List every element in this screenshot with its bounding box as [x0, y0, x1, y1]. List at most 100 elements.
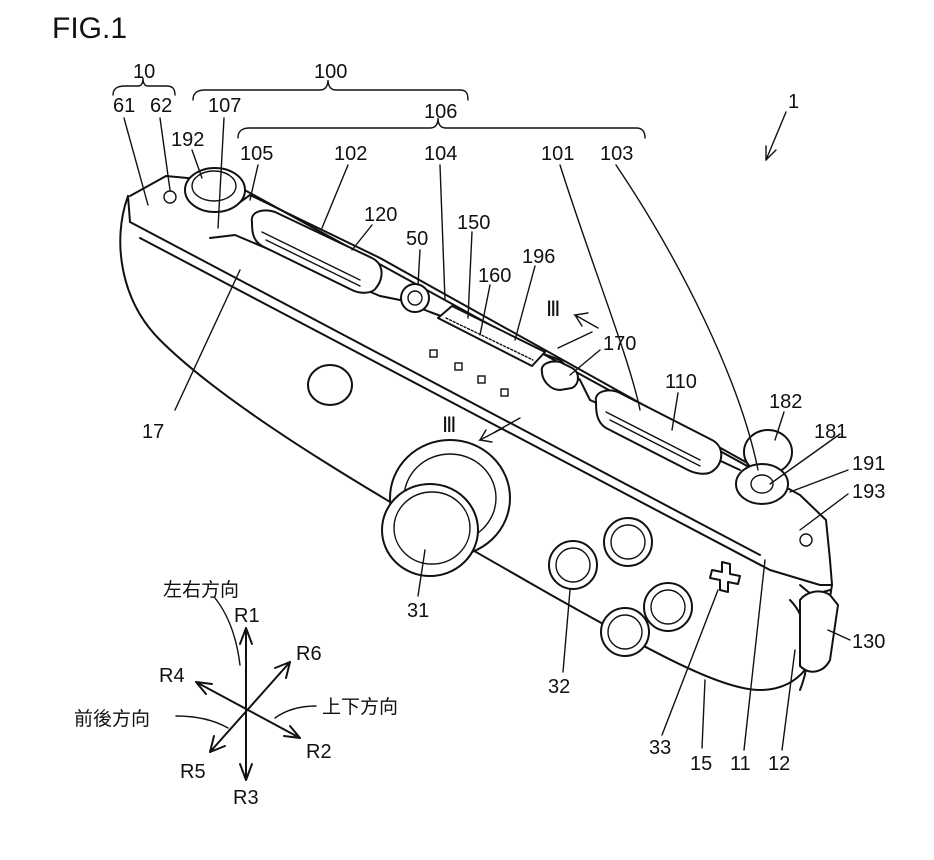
- leader-170: [569, 349, 601, 376]
- leader-12: [781, 649, 796, 751]
- leader-17: [174, 269, 241, 411]
- leader-102: [321, 164, 349, 229]
- leader-32: [562, 589, 571, 673]
- led-3: [477, 375, 486, 384]
- button-181: [735, 463, 789, 505]
- section-arrow-upper: [572, 312, 599, 329]
- rail-lower-edge: [139, 237, 771, 571]
- leader-15: [701, 679, 706, 749]
- label-150: 150: [457, 212, 490, 234]
- led-2: [454, 362, 463, 371]
- button-32-right-ring: [650, 589, 686, 625]
- label-ud-direction: 上下方向: [322, 696, 398, 718]
- label-106: 106: [424, 101, 457, 123]
- arrow-R2: [283, 725, 301, 739]
- section-arrow-lower: [477, 427, 504, 443]
- stick-cap-31: [381, 483, 479, 577]
- rail-buttons: [163, 167, 813, 547]
- button-32-bottom-ring: [607, 614, 643, 650]
- rail-inner-groove-2: [379, 295, 741, 471]
- button-120-line-2: [265, 239, 361, 287]
- label-130: 130: [852, 631, 885, 653]
- label-120: 120: [364, 204, 397, 226]
- leader-33: [661, 589, 719, 736]
- leader-fb: [175, 715, 229, 729]
- leader-ud: [274, 705, 317, 719]
- label-160: 160: [478, 265, 511, 287]
- arrow-R6: [274, 661, 291, 679]
- leader-104: [439, 164, 446, 301]
- label-31: 31: [407, 600, 429, 622]
- arrow-R1: [239, 627, 253, 645]
- leader-192: [191, 149, 203, 179]
- rail-right-end: [769, 559, 833, 586]
- leader-11: [743, 559, 766, 751]
- label-107: 107: [208, 95, 241, 117]
- label-100: 100: [314, 61, 347, 83]
- plus-button-33: [709, 561, 741, 593]
- label-15: 15: [690, 753, 712, 775]
- label-R6: R6: [296, 643, 322, 665]
- label-R5: R5: [180, 761, 206, 783]
- label-105: 105: [240, 143, 273, 165]
- leader-61: [123, 117, 149, 206]
- leader-lr: [214, 597, 241, 666]
- section-line-upper: [557, 331, 593, 349]
- button-120-line-1: [261, 231, 361, 281]
- leader-182: [774, 411, 785, 441]
- leader-31: [417, 549, 426, 597]
- leader-62: [159, 117, 171, 191]
- label-104: 104: [424, 143, 457, 165]
- arrow-R3: [239, 763, 253, 781]
- section-labels: Ⅲ Ⅲ: [442, 297, 560, 437]
- section-label-lower: Ⅲ: [442, 413, 456, 437]
- led-1: [429, 349, 438, 358]
- connector-150: [437, 305, 546, 367]
- label-33: 33: [649, 737, 671, 759]
- left-trigger-inner: [191, 170, 237, 202]
- button-120: [250, 209, 383, 294]
- rail-left-end: [127, 195, 131, 223]
- label-61: 61: [113, 95, 135, 117]
- arrow-R5: [209, 735, 226, 753]
- label-lr-direction: 左右方向: [163, 579, 239, 601]
- led-4: [500, 388, 509, 397]
- label-193: 193: [852, 481, 885, 503]
- face-controls: [307, 364, 741, 657]
- leader-50: [417, 249, 421, 286]
- label-32: 32: [548, 676, 570, 698]
- arrow-R4: [195, 681, 213, 695]
- button-110-line-2: [609, 419, 701, 467]
- leader-196: [514, 265, 536, 341]
- screw-62: [163, 190, 177, 204]
- label-191: 191: [852, 453, 885, 475]
- label-R1: R1: [234, 605, 260, 627]
- leader-181: [769, 433, 841, 485]
- leader-103: [615, 164, 759, 471]
- body-outline: [119, 195, 833, 691]
- label-170: 170: [603, 333, 636, 355]
- label-196: 196: [522, 246, 555, 268]
- label-50: 50: [406, 228, 428, 250]
- leader-110: [671, 392, 679, 431]
- label-R4: R4: [159, 665, 185, 687]
- label-R2: R2: [306, 741, 332, 763]
- label-62: 62: [150, 95, 172, 117]
- leader-193: [799, 493, 849, 531]
- direction-axes: [175, 597, 317, 781]
- label-102: 102: [334, 143, 367, 165]
- leader-150: [467, 231, 473, 319]
- controller-body: [119, 175, 833, 691]
- left-trigger-192: [184, 167, 246, 213]
- label-10: 10: [133, 61, 155, 83]
- brace-10: [112, 77, 176, 96]
- brace-106: [237, 117, 646, 139]
- label-12: 12: [768, 753, 790, 775]
- axis-R5-R6: [209, 661, 291, 753]
- section-label-upper: Ⅲ: [546, 297, 560, 321]
- button-170: [540, 360, 579, 391]
- leader-105: [249, 164, 259, 201]
- brace-100: [192, 79, 469, 101]
- button-50: [400, 283, 430, 313]
